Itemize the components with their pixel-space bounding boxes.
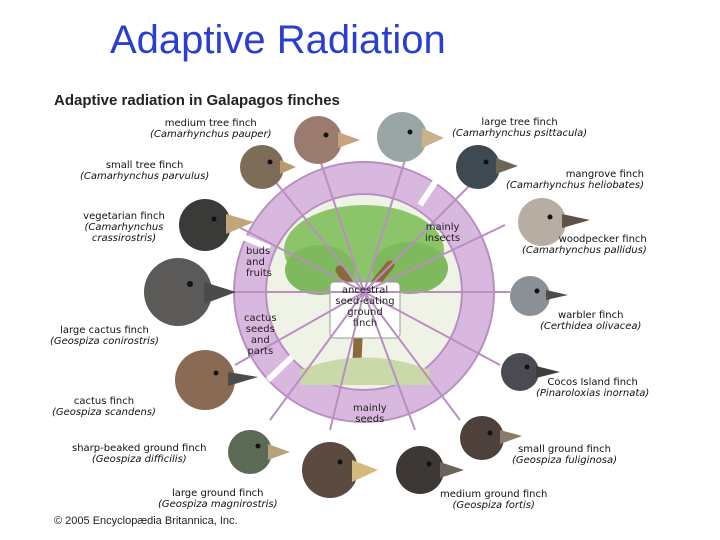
center-box xyxy=(329,281,401,339)
finch-head-medium-tree xyxy=(294,116,360,164)
radial-lines xyxy=(220,159,510,431)
label-medium-tree-finch: medium tree finch(Camarhynchus pauper) xyxy=(150,118,272,140)
finch-head-mangrove xyxy=(456,145,518,189)
finch-head-small-ground xyxy=(460,416,522,460)
finch-head-large-cactus xyxy=(144,258,236,326)
label-medium-ground-finch: medium ground finch(Geospiza fortis) xyxy=(440,489,548,511)
finch-head-sharp-beaked xyxy=(228,430,290,474)
label-sharp-beaked-ground-finch: sharp-beaked ground finch(Geospiza diffi… xyxy=(72,443,207,465)
figure-title: Adaptive radiation in Galapagos finches xyxy=(54,92,340,109)
diet-buds-fruits: buds and fruits xyxy=(246,246,272,279)
finch-head-large-ground xyxy=(302,442,378,498)
finch-head-medium-ground xyxy=(396,446,464,494)
center-label: ancestral seed-eating ground finch xyxy=(335,285,395,329)
copyright: © 2005 Encyclopædia Britannica, Inc. xyxy=(54,515,238,527)
label-mangrove-finch: mangrove finch(Camarhynchus heliobates) xyxy=(506,169,644,191)
slide-title: Adaptive Radiation xyxy=(110,18,446,62)
finch-head-cactus xyxy=(175,350,258,410)
finch-head-small-tree xyxy=(240,145,296,189)
finch-head-large-tree xyxy=(377,112,444,162)
label-warbler-finch: warbler finch(Certhidea olivacea) xyxy=(540,310,642,332)
label-large-ground-finch: large ground finch(Geospiza magnirostris… xyxy=(158,488,278,510)
finch-heads xyxy=(144,112,590,498)
finch-head-vegetarian xyxy=(179,199,254,251)
label-small-ground-finch: small ground finch(Geospiza fuliginosa) xyxy=(512,444,618,466)
label-woodpecker-finch: woodpecker finch(Camarhynchus pallidus) xyxy=(522,234,647,256)
finch-head-cocos xyxy=(501,353,560,391)
diet-cactus-seeds: cactus seeds and parts xyxy=(244,313,277,357)
label-cocos-island-finch: Cocos Island finch(Pinaroloxias inornata… xyxy=(536,377,650,399)
label-large-cactus-finch: large cactus finch(Geospiza conirostris) xyxy=(50,325,159,347)
finch-head-woodpecker xyxy=(518,198,590,246)
label-cactus-finch: cactus finch(Geospiza scandens) xyxy=(52,396,156,418)
diet-mainly-seeds: mainly seeds xyxy=(353,403,387,425)
label-vegetarian-finch: vegetarian finch(Camarhynchus crassirost… xyxy=(83,211,165,244)
finch-head-warbler xyxy=(510,276,568,316)
label-small-tree-finch: small tree finch(Camarhynchus parvulus) xyxy=(80,160,210,182)
label-large-tree-finch: large tree finch(Camarhynchus psittacula… xyxy=(452,117,588,139)
diet-mainly-insects: mainly insects xyxy=(425,222,461,244)
